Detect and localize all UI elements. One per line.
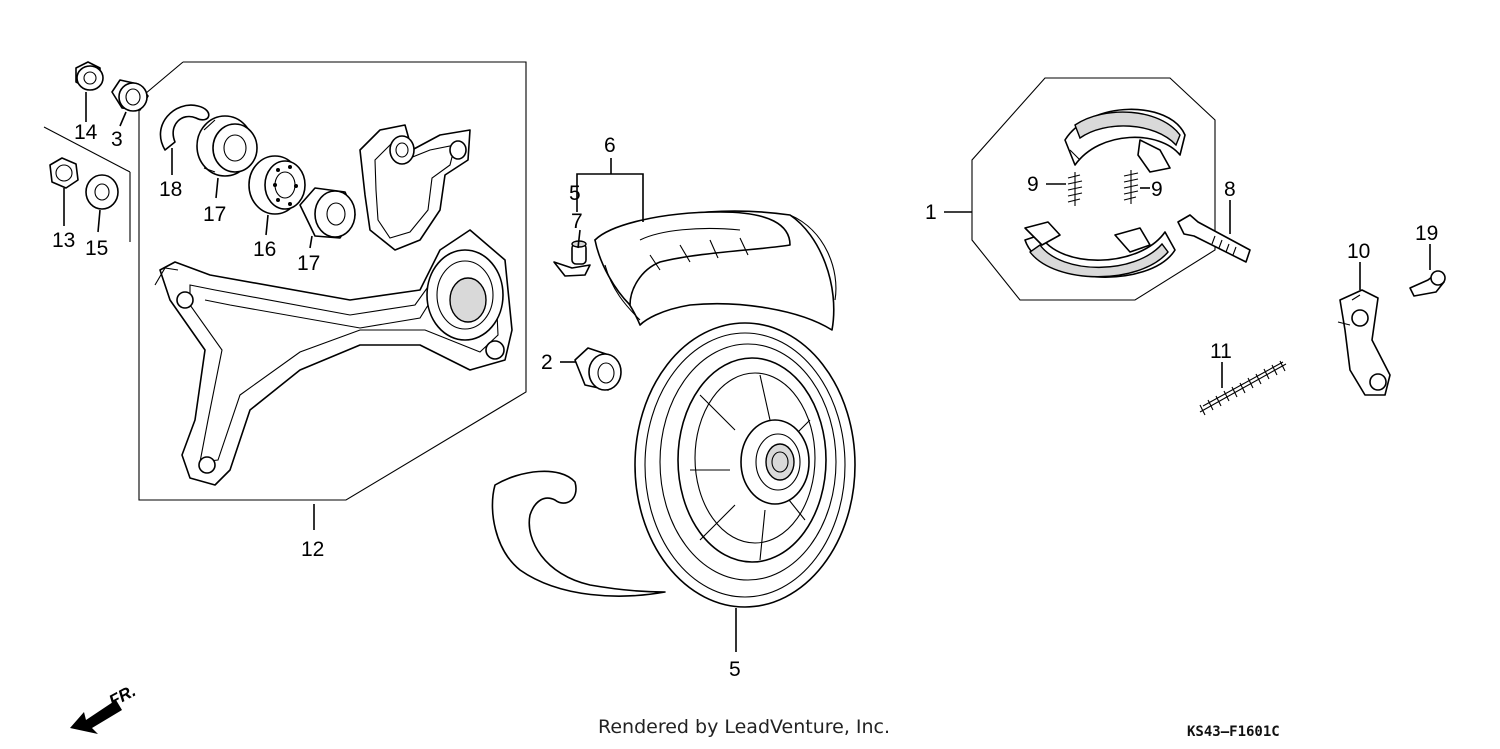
callout-13: 13 [52, 229, 75, 252]
callout-7: 7 [571, 210, 583, 233]
wheel-group [491, 158, 856, 652]
flange-nut-14[interactable] [75, 61, 104, 91]
bracket-6 [576, 173, 644, 222]
leader-15 [97, 209, 101, 233]
collar-17-lower[interactable] [299, 187, 356, 239]
brake-shoe-lower[interactable] [1024, 221, 1176, 278]
tire-6[interactable] [594, 210, 835, 331]
rear-arm-group [43, 61, 527, 530]
callout-11: 11 [1210, 340, 1232, 363]
bearing-16[interactable] [248, 155, 306, 215]
collar-2[interactable] [574, 347, 622, 391]
leader-17-lower [309, 235, 313, 249]
tire-outline [789, 214, 837, 301]
callout-16: 16 [253, 238, 276, 261]
leader-17-upper [215, 177, 219, 199]
valve-7[interactable] [553, 240, 591, 277]
callout-12: 12 [301, 538, 324, 561]
callout-9-right: 9 [1151, 178, 1163, 201]
collar-3[interactable] [111, 79, 149, 112]
brake-shoe-group [944, 77, 1216, 301]
divider-line [43, 126, 131, 173]
bolt-19[interactable] [1409, 270, 1446, 297]
callout-8: 8 [1224, 178, 1236, 201]
callout-17-lower: 17 [297, 252, 320, 275]
tire-flap [491, 470, 666, 597]
leader-16 [265, 214, 269, 236]
brake-shoe-upper[interactable] [1064, 108, 1186, 173]
callout-6: 6 [604, 134, 616, 157]
callout-15: 15 [85, 237, 108, 260]
bearing-17-upper[interactable] [196, 115, 258, 177]
circlip-18[interactable] [159, 104, 210, 151]
callout-1: 1 [925, 201, 937, 224]
callout-10: 10 [1347, 240, 1370, 263]
spring-9-right[interactable] [1123, 170, 1139, 204]
brake-arm-10[interactable] [1337, 289, 1391, 396]
rendered-by-credit: Rendered by LeadVenture, Inc. [598, 716, 891, 738]
wheel-rim-5[interactable] [634, 322, 856, 608]
front-direction-arrow-icon [70, 700, 122, 734]
callout-17-upper: 17 [203, 203, 226, 226]
callout-14: 14 [74, 121, 98, 144]
nut-13[interactable] [49, 157, 79, 189]
callout-3: 3 [111, 128, 123, 151]
callout-2: 2 [541, 351, 553, 374]
callout-18: 18 [159, 178, 182, 201]
return-spring-11[interactable] [1199, 360, 1287, 416]
spring-9-left[interactable] [1067, 172, 1083, 206]
rear-arm-part[interactable] [154, 124, 513, 486]
bracket-1 [971, 77, 1216, 301]
callout-5-lower: 5 [729, 658, 741, 681]
callout-19: 19 [1415, 222, 1438, 245]
leader-3 [119, 111, 127, 127]
anchor-pin-8[interactable] [1177, 214, 1251, 263]
callout-5-upper: 5 [569, 182, 581, 205]
leader-7 [577, 229, 581, 249]
washer-15[interactable] [85, 174, 119, 210]
callout-9-left: 9 [1027, 173, 1039, 196]
diagram-code: KS43–F1601C [1187, 724, 1280, 740]
